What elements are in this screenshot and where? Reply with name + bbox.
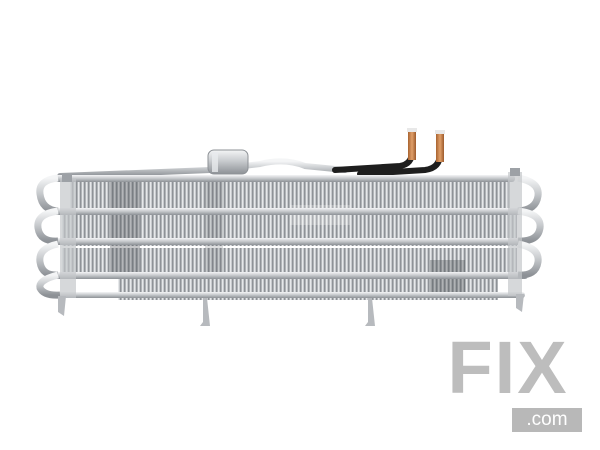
suction-line [57, 149, 348, 179]
coil-tubes [48, 175, 528, 298]
watermark-domain-badge: .com [512, 408, 582, 432]
right-return-bends [517, 174, 544, 279]
inlet-outlet-tubes [332, 128, 445, 177]
mounting-brackets [58, 168, 524, 326]
fix-logo-watermark: FIX .com [428, 326, 588, 436]
watermark-word: FIX [447, 326, 569, 409]
left-return-bends [34, 174, 61, 299]
